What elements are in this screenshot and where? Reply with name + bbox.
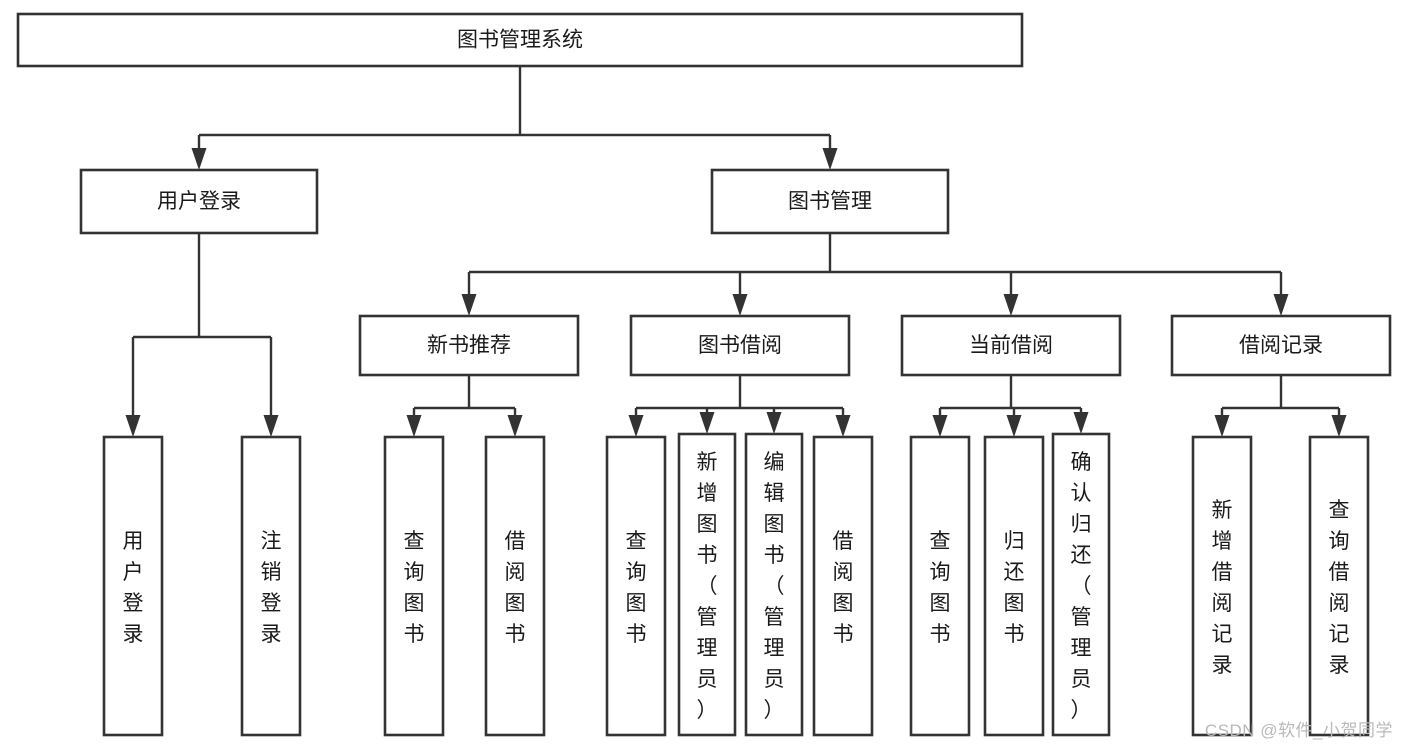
- node-label: 归还图书: [1004, 530, 1025, 646]
- arrow-head-icon: [125, 415, 141, 437]
- node-leaf-cu-query[interactable]: 查询图书: [909, 435, 971, 737]
- arrow-head-icon: [1006, 415, 1022, 437]
- node-leaf-nb-query[interactable]: 查询图书: [383, 435, 445, 737]
- node-box: [102, 435, 164, 737]
- node-box: [605, 435, 667, 737]
- node-label: 当前借阅: [969, 334, 1053, 357]
- node-box: [900, 314, 1122, 377]
- node-box: [358, 314, 580, 377]
- arrow-head-icon: [1273, 294, 1289, 316]
- arrow-head-icon: [1073, 412, 1089, 434]
- node-box: [1051, 432, 1111, 737]
- node-box: [909, 435, 971, 737]
- node-leaf-user-login[interactable]: 用户登录: [102, 435, 164, 737]
- arrow-head-icon: [1331, 415, 1347, 437]
- node-label: 注销登录: [261, 530, 282, 646]
- node-label: 用户登录: [157, 190, 241, 213]
- node-l3-current[interactable]: 当前借阅: [900, 314, 1122, 377]
- node-leaf-bo-query[interactable]: 查询图书: [605, 435, 667, 737]
- nodes-layer: 图书管理系统用户登录图书管理新书推荐图书借阅当前借阅借阅记录用户登录注销登录查询…: [16, 12, 1392, 737]
- node-label: 借阅图书: [833, 530, 854, 646]
- arrow-head-icon: [732, 294, 748, 316]
- arrow-head-icon: [835, 415, 851, 437]
- node-label: 新增图书（管理员）: [697, 451, 718, 722]
- node-leaf-re-query[interactable]: 查询借阅记录: [1308, 435, 1370, 737]
- arrow-head-icon: [461, 294, 477, 316]
- node-leaf-nb-borrow[interactable]: 借阅图书: [484, 435, 546, 737]
- node-leaf-bo-borrow[interactable]: 借阅图书: [812, 435, 874, 737]
- node-leaf-bo-edit[interactable]: 编辑图书（管理员）: [744, 432, 804, 737]
- node-label: 图书管理: [788, 190, 872, 213]
- node-l3-record[interactable]: 借阅记录: [1170, 314, 1392, 377]
- node-label: 新书推荐: [427, 334, 511, 357]
- node-label: 查询图书: [930, 530, 951, 646]
- node-leaf-user-logout[interactable]: 注销登录: [240, 435, 302, 737]
- arrow-head-icon: [263, 415, 279, 437]
- node-l2-user[interactable]: 用户登录: [79, 168, 319, 235]
- node-box: [1191, 435, 1253, 737]
- node-leaf-cu-confirm[interactable]: 确认归还（管理员）: [1051, 432, 1111, 737]
- node-label: 图书借阅: [698, 334, 782, 357]
- node-box: [383, 435, 445, 737]
- node-box: [79, 168, 319, 235]
- node-box: [744, 432, 804, 737]
- node-box: [240, 435, 302, 737]
- node-box: [16, 12, 1024, 68]
- node-label: 借阅记录: [1239, 334, 1323, 357]
- node-label: 图书管理系统: [457, 29, 583, 52]
- node-label: 用户登录: [123, 530, 144, 646]
- node-box: [629, 314, 851, 377]
- node-label: 借阅图书: [505, 530, 526, 646]
- arrow-head-icon: [507, 415, 523, 437]
- arrow-head-icon: [1003, 294, 1019, 316]
- node-label: 编辑图书（管理员）: [764, 451, 785, 722]
- arrow-head-icon: [766, 412, 782, 434]
- node-l3-newbook[interactable]: 新书推荐: [358, 314, 580, 377]
- arrow-head-icon: [628, 415, 644, 437]
- node-leaf-cu-return[interactable]: 归还图书: [983, 435, 1045, 737]
- node-box: [710, 168, 950, 235]
- node-leaf-re-add[interactable]: 新增借阅记录: [1191, 435, 1253, 737]
- node-label: 新增借阅记录: [1212, 499, 1233, 677]
- node-l3-borrow[interactable]: 图书借阅: [629, 314, 851, 377]
- arrow-head-icon: [406, 415, 422, 437]
- node-label: 查询借阅记录: [1329, 499, 1350, 677]
- node-root[interactable]: 图书管理系统: [16, 12, 1024, 68]
- node-label: 确认归还（管理员）: [1071, 451, 1092, 722]
- arrow-head-icon: [822, 148, 838, 170]
- node-box: [484, 435, 546, 737]
- node-label: 查询图书: [626, 530, 647, 646]
- node-l2-book[interactable]: 图书管理: [710, 168, 950, 235]
- node-label: 查询图书: [404, 530, 425, 646]
- node-box: [1170, 314, 1392, 377]
- edges-layer: [125, 66, 1347, 437]
- node-box: [812, 435, 874, 737]
- arrow-head-icon: [932, 415, 948, 437]
- arrow-head-icon: [699, 412, 715, 434]
- node-box: [983, 435, 1045, 737]
- arrow-head-icon: [1214, 415, 1230, 437]
- node-box: [677, 432, 737, 737]
- node-box: [1308, 435, 1370, 737]
- node-leaf-bo-add[interactable]: 新增图书（管理员）: [677, 432, 737, 737]
- arrow-head-icon: [191, 148, 207, 170]
